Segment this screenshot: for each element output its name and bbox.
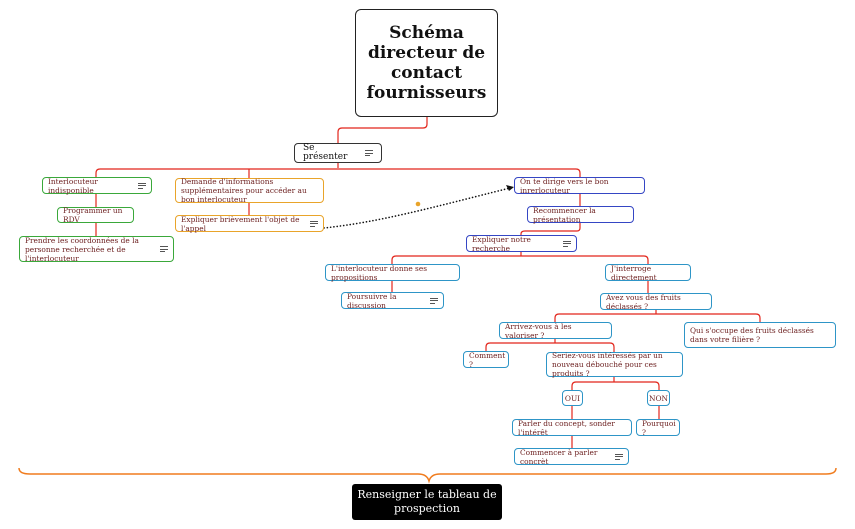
node-label: Arrivez-vous à les valoriser ? — [505, 321, 572, 340]
node-jinterroge[interactable]: J'interroge directement — [605, 263, 691, 282]
node-label: Parler du concept, sonder l'intérêt — [518, 418, 615, 437]
node-arrivez-vous[interactable]: Arrivez-vous à les valoriser ? — [499, 321, 612, 340]
connector-recherche — [391, 252, 649, 264]
root-title: Schéma directeur de contact fournisseurs — [366, 23, 487, 103]
note-icon — [430, 297, 438, 304]
node-label: Pourquoi ? — [642, 418, 676, 437]
node-on-te-dirige[interactable]: On te dirige vers le bon inrerlocuteur — [514, 176, 645, 195]
node-interlocuteur-propositions[interactable]: L'interlocuteur donne ses propositions — [325, 263, 460, 282]
node-expliquer-objet[interactable]: Expliquer brièvement l'objet de l'appel — [175, 214, 324, 233]
note-icon — [365, 150, 373, 156]
node-fruits-declasses[interactable]: Avez vous des fruits déclassés ? — [600, 292, 712, 311]
node-demande-infos[interactable]: Demande d'informations supplémentaires p… — [175, 177, 324, 204]
connector-seriez — [571, 377, 660, 390]
note-icon — [310, 220, 318, 227]
node-label: Prendre les coordonnées de la personne r… — [25, 235, 139, 263]
connector-level1 — [95, 163, 581, 178]
node-comment[interactable]: Comment ? — [463, 350, 509, 369]
node-prendre-coordonnees[interactable]: Prendre les coordonnées de la personne r… — [19, 235, 174, 263]
node-commencer[interactable]: Commencer à parler concrèt — [514, 447, 629, 466]
node-label: Expliquer brièvement l'objet de l'appel — [181, 214, 300, 233]
connector-arrivez — [485, 339, 615, 352]
node-label: Programmer un RDV — [63, 206, 123, 224]
node-label: L'interlocuteur donne ses propositions — [331, 263, 428, 282]
root-topic[interactable]: Schéma directeur de contact fournisseurs — [355, 9, 498, 117]
node-label: Poursuivre la discussion — [347, 291, 397, 310]
node-parler-concept[interactable]: Parler du concept, sonder l'intérêt — [512, 418, 632, 437]
node-label: Expliquer notre recherche — [472, 234, 531, 253]
node-label: J'interroge directement — [611, 263, 657, 282]
node-expliquer-recherche[interactable]: Expliquer notre recherche — [466, 234, 577, 253]
node-label: Seriez-vous intéressés par un nouveau dé… — [552, 351, 663, 378]
node-label: Recommencer la présentation — [533, 205, 596, 224]
node-label: Se présenter — [303, 143, 348, 162]
node-label: NON — [649, 393, 668, 403]
summary-brace — [18, 467, 837, 484]
note-icon — [615, 453, 623, 460]
connector-blue — [520, 194, 581, 235]
node-label: OUI — [564, 393, 581, 403]
connector-root — [337, 117, 428, 143]
node-se-presenter[interactable]: Se présenter — [294, 143, 382, 163]
relationship-control-point[interactable] — [415, 201, 421, 207]
relationship-dotted — [323, 186, 515, 229]
connector-oui-non — [571, 406, 660, 419]
node-interlocuteur-indisponible[interactable]: Interlocuteur indisponible — [42, 176, 152, 195]
node-label: Avez vous des fruits déclassés ? — [606, 292, 681, 311]
node-label: On te dirige vers le bon inrerlocuteur — [520, 176, 609, 195]
node-label: Qui s'occupe des fruits déclassés dans v… — [690, 326, 814, 344]
note-icon — [563, 240, 571, 247]
note-icon — [138, 182, 146, 189]
summary-label: Renseigner le tableau de prospection — [357, 488, 497, 515]
node-non[interactable]: NON — [647, 390, 670, 406]
node-label: Commencer à parler concrèt — [520, 447, 598, 466]
node-pourquoi[interactable]: Pourquoi ? — [636, 418, 680, 437]
node-oui[interactable]: OUI — [562, 390, 583, 406]
note-icon — [160, 246, 168, 252]
connector-fruits — [554, 310, 761, 322]
node-label: Comment ? — [469, 350, 506, 369]
node-poursuivre[interactable]: Poursuivre la discussion — [341, 291, 444, 310]
node-seriez-vous[interactable]: Seriez-vous intéressés par un nouveau dé… — [546, 351, 683, 378]
node-recommencer[interactable]: Recommencer la présentation — [527, 205, 634, 224]
node-qui-soccupe[interactable]: Qui s'occupe des fruits déclassés dans v… — [684, 322, 836, 348]
node-label: Demande d'informations supplémentaires p… — [181, 177, 307, 204]
summary-topic[interactable]: Renseigner le tableau de prospection — [352, 484, 502, 520]
node-programmer-rdv[interactable]: Programmer un RDV — [57, 206, 134, 224]
node-label: Interlocuteur indisponible — [48, 176, 98, 195]
relationship-arrowhead — [506, 185, 514, 191]
